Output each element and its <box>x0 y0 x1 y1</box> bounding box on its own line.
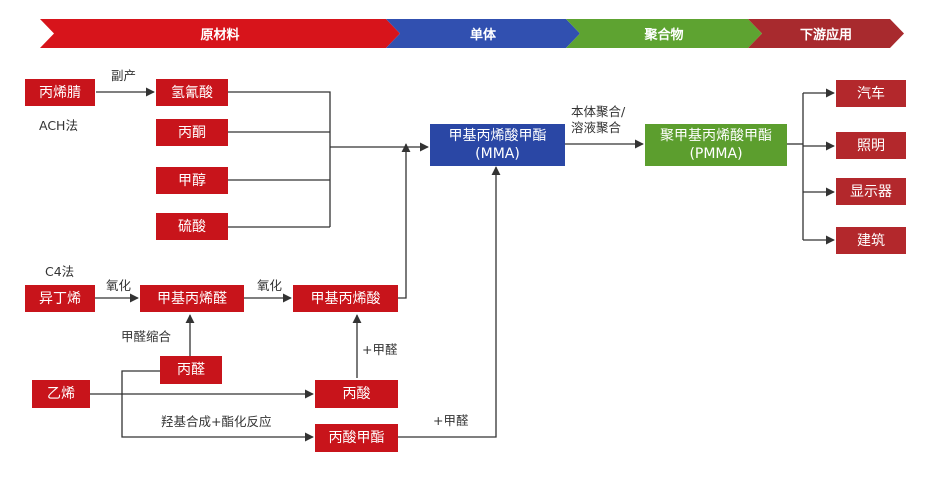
node-acrylonitrile: 丙烯腈 <box>25 79 95 106</box>
node-mma: 甲基丙烯酸甲酯 (MMA) <box>430 124 565 166</box>
node-display: 显示器 <box>836 178 906 205</box>
label-polymerization-line1: 本体聚合/ <box>571 104 626 119</box>
label-plus-formaldehyde-1: +甲醛 <box>362 342 398 357</box>
node-automobile: 汽车 <box>836 80 906 107</box>
node-mma-name: 甲基丙烯酸甲酯 <box>448 128 547 144</box>
label-ach-method: ACH法 <box>39 118 78 133</box>
node-propionic-acid: 丙酸 <box>315 380 398 408</box>
node-pmma-abbr: (PMMA) <box>689 146 743 162</box>
banner-monomer: 单体 <box>469 28 496 43</box>
banner-monomer-shape <box>386 19 580 48</box>
label-plus-formaldehyde-2: +甲醛 <box>433 413 469 428</box>
node-methanol: 甲醇 <box>156 167 228 194</box>
label-oxidation-1: 氧化 <box>106 278 132 293</box>
banner-polymer-shape <box>566 19 762 48</box>
banner-downstream: 下游应用 <box>799 28 852 43</box>
label-byproduct: 副产 <box>111 68 137 83</box>
node-pmma: 聚甲基丙烯酸甲酯 (PMMA) <box>645 124 787 166</box>
node-methyl-propionate: 丙酸甲酯 <box>315 424 398 452</box>
label-c4-method: C4法 <box>45 264 75 279</box>
node-methacrylic-acid: 甲基丙烯酸 <box>293 285 398 312</box>
line-hcn-out <box>228 91 331 227</box>
banner-downstream-shape <box>748 19 904 48</box>
arrow-methacrylic-to-mma <box>398 143 411 299</box>
label-oxidation-2: 氧化 <box>257 278 283 293</box>
node-ethylene: 乙烯 <box>32 380 90 408</box>
node-isobutylene: 异丁烯 <box>25 285 95 312</box>
label-hydroxyl-esterification: 羟基合成+酯化反应 <box>161 414 272 429</box>
node-construction: 建筑 <box>836 227 906 254</box>
arrow-methylpropionate-to-mma <box>398 166 501 438</box>
label-polymerization-line2: 溶液聚合 <box>571 120 622 135</box>
line-ethylene-to-propanal <box>121 370 314 442</box>
node-sulfuric-acid: 硫酸 <box>156 213 228 240</box>
node-pmma-name: 聚甲基丙烯酸甲酯 <box>660 128 772 144</box>
label-formaldehyde-condensation: 甲醛缩合 <box>121 329 172 344</box>
node-hydrogen-cyanide: 氢氰酸 <box>156 79 228 106</box>
node-propanal: 丙醛 <box>160 356 222 384</box>
banner-raw-materials-shape <box>40 19 400 48</box>
banner-polymer: 聚合物 <box>644 28 684 43</box>
node-methacrolein: 甲基丙烯醛 <box>140 285 244 312</box>
banner-raw-materials: 原材料 <box>200 28 240 43</box>
node-lighting: 照明 <box>836 132 906 159</box>
node-mma-abbr: (MMA) <box>475 146 520 162</box>
node-acetone: 丙酮 <box>156 119 228 146</box>
label-polymerization: 本体聚合/ 溶液聚合 <box>571 104 625 136</box>
